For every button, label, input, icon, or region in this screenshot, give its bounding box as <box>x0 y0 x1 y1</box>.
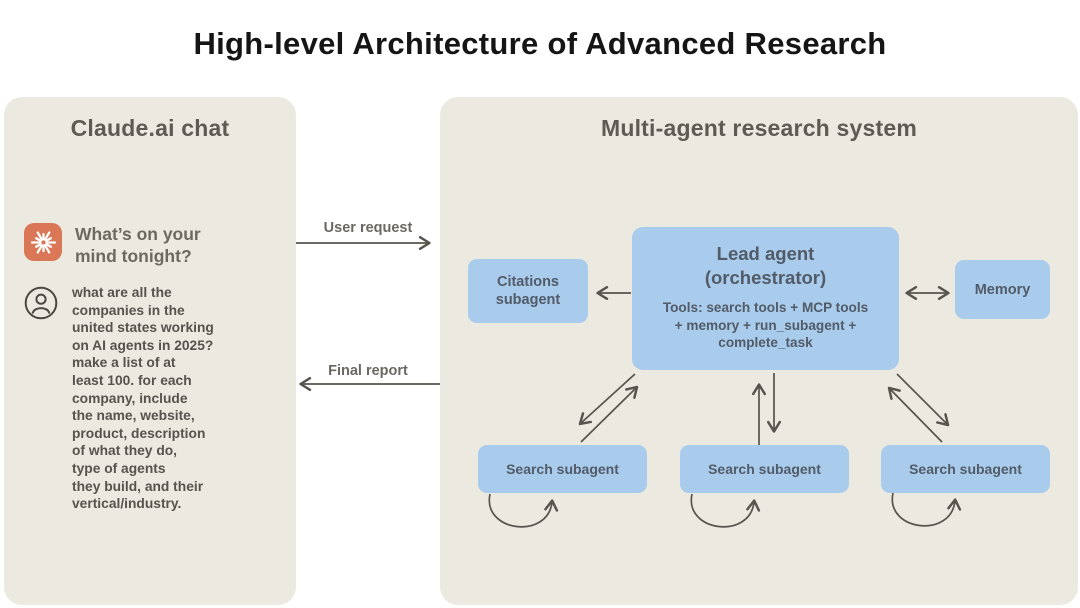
claude-chat-panel: Claude.ai chat <box>4 97 296 605</box>
assistant-message-text: What’s on your mind tonight? <box>75 224 201 266</box>
citations-subagent-box: Citations subagent <box>468 259 588 323</box>
final-report-label: Final report <box>328 363 408 379</box>
user-request-label: User request <box>323 220 413 236</box>
page-title: High-level Architecture of Advanced Rese… <box>193 26 887 61</box>
assistant-message-row: What’s on your mind tonight? <box>24 223 201 267</box>
search-subagent-box-3: Search subagent <box>881 445 1050 493</box>
claude-chat-heading: Claude.ai chat <box>70 115 230 141</box>
memory-box: Memory <box>955 260 1050 319</box>
lead-agent-title: Lead agent (orchestrator) <box>704 243 827 288</box>
lead-agent-box: Lead agent (orchestrator) Tools: search … <box>632 227 899 370</box>
search-subagent-box-2: Search subagent <box>680 445 849 493</box>
user-message-text: what are all the companies in the united… <box>72 285 214 512</box>
multi-agent-panel: Multi-agent research system Lead agent (… <box>440 97 1078 605</box>
user-message-row: what are all the companies in the united… <box>24 284 214 513</box>
search-subagent-box-1: Search subagent <box>478 445 647 493</box>
user-avatar-icon <box>24 286 58 325</box>
multi-agent-heading: Multi-agent research system <box>600 115 917 141</box>
lead-agent-tools: Tools: search tools + MCP tools + memory… <box>662 300 869 350</box>
claude-logo-icon <box>24 223 62 261</box>
